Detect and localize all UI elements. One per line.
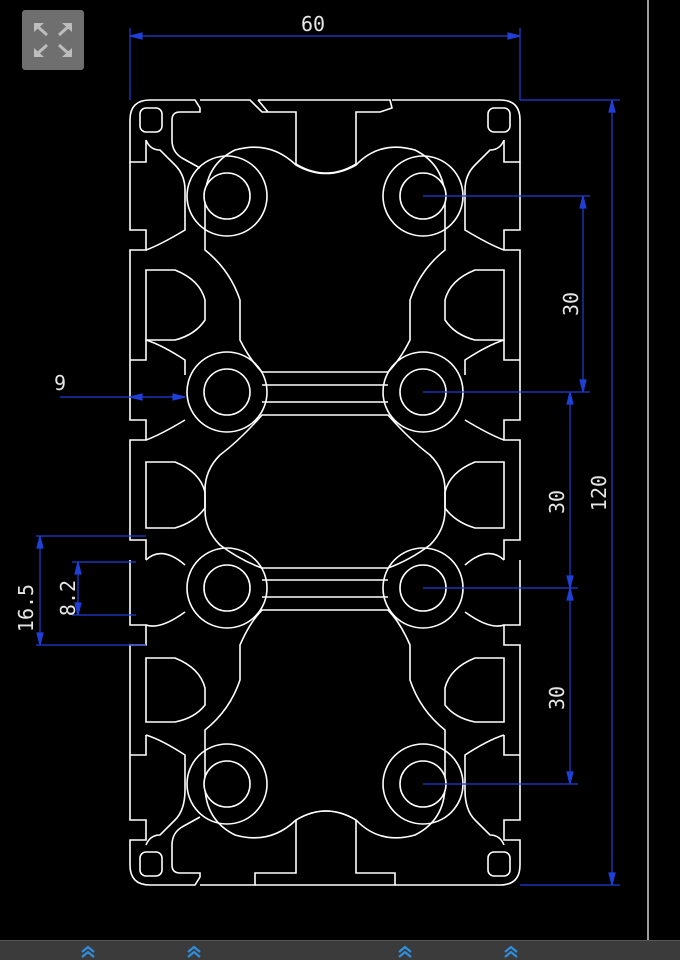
bottom-toolbar: [0, 940, 680, 960]
dim-pitch-bottom: 30: [545, 686, 569, 710]
dimension-lines: [36, 28, 620, 886]
profile-outline: [129, 99, 521, 886]
bore-hole: [203, 564, 251, 612]
double-chevron-up-icon: [504, 945, 518, 958]
nav-arrow-button[interactable]: [76, 942, 100, 960]
dim-pitch-top: 30: [559, 292, 583, 316]
bore-hole: [203, 760, 251, 808]
dimension-labels: 60 120 30 30 30 9 16.5 8.2: [14, 12, 611, 710]
dim-pitch-middle: 30: [545, 490, 569, 514]
nav-arrow-button[interactable]: [499, 942, 523, 960]
expand-arrows-icon: [34, 23, 72, 57]
dim-slot-inner: 8.2: [56, 580, 80, 616]
dim-overall-height: 120: [587, 475, 611, 511]
dim-slot-outer: 16.5: [14, 584, 38, 632]
bore-hole: [203, 172, 251, 220]
nav-arrow-button[interactable]: [182, 942, 206, 960]
double-chevron-up-icon: [187, 945, 201, 958]
dim-slot-width: 9: [54, 371, 66, 395]
double-chevron-up-icon: [81, 945, 95, 958]
cad-drawing: 60 120 30 30 30 9 16.5 8.2: [14, 0, 649, 940]
dim-overall-width: 60: [301, 12, 325, 36]
drawing-viewer[interactable]: 60 120 30 30 30 9 16.5 8.2: [0, 0, 680, 940]
fullscreen-button[interactable]: [22, 10, 84, 70]
bore-hole: [203, 368, 251, 416]
double-chevron-up-icon: [398, 945, 412, 958]
bore-holes: [203, 172, 447, 808]
nav-arrow-button[interactable]: [393, 942, 417, 960]
